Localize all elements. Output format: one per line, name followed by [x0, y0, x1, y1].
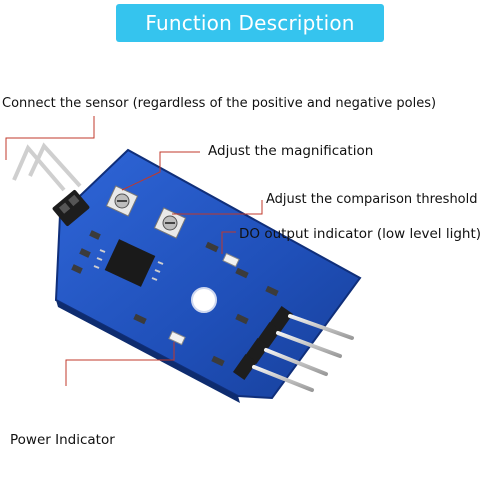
output-header [232, 305, 354, 392]
leader-lines [5, 116, 263, 386]
pcb-board [54, 148, 362, 400]
title-text: Function Description [145, 11, 355, 35]
adjust-magnification-label: Adjust the magnification [208, 143, 374, 159]
input-connector [52, 189, 90, 227]
power-led [168, 330, 186, 346]
input-pins [12, 142, 82, 192]
power-indicator-label: Power Indicator [10, 432, 115, 448]
smd-components [71, 230, 279, 367]
gain-potentiometer [105, 185, 139, 217]
connect-sensor-label: Connect the sensor (regardless of the po… [2, 96, 437, 111]
adjust-threshold-label: Adjust the comparison threshold [266, 192, 478, 207]
comparator-chip [93, 239, 164, 287]
title-banner: Function Description [116, 4, 384, 42]
threshold-potentiometer [153, 207, 187, 239]
do-led [222, 252, 240, 268]
mounting-hole [191, 287, 217, 313]
do-indicator-label: DO output indicator (low level light) [239, 226, 482, 242]
